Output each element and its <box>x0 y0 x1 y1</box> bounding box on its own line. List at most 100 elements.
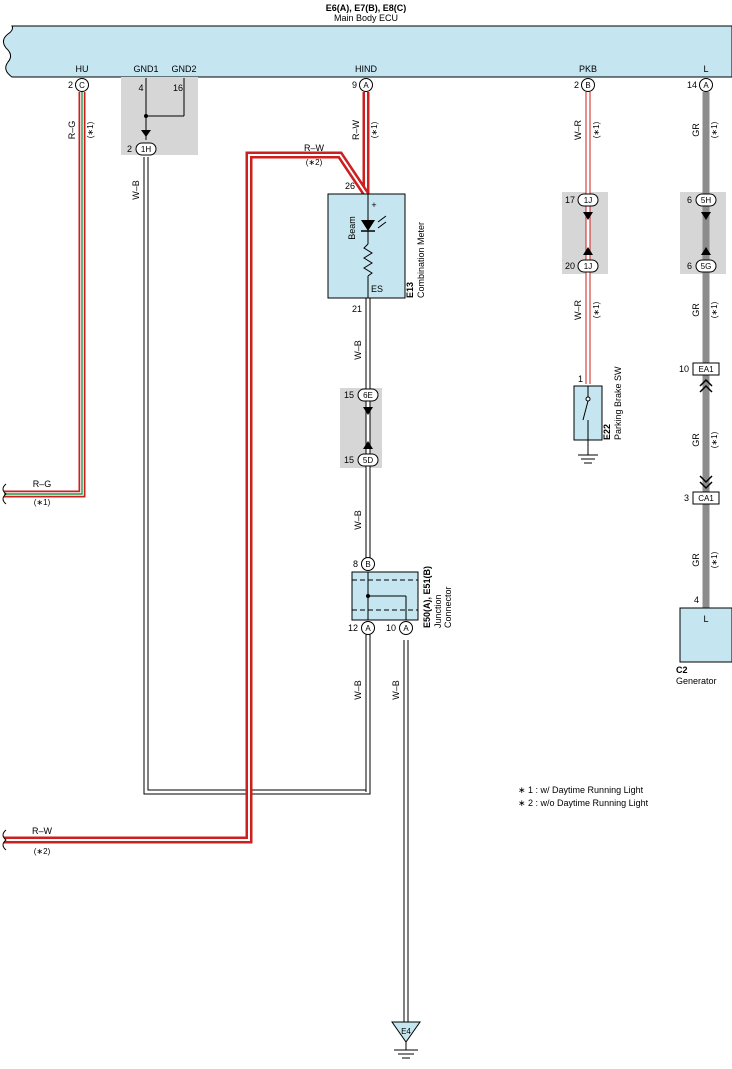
junction-id: E50(A), E51(B) <box>422 566 432 628</box>
meter-pin-bottom: 21 <box>352 304 362 314</box>
chevron-up-icon <box>699 378 713 393</box>
svg-text:1J: 1J <box>584 196 592 205</box>
generator-name: Generator <box>676 676 717 686</box>
ground-e4: E4 <box>391 1021 421 1059</box>
connector-1h: 1H 2 <box>127 142 157 156</box>
wire-label-rg-vertical: R–G <box>67 121 77 140</box>
svg-text:15: 15 <box>344 455 354 465</box>
svg-text:A: A <box>363 81 369 90</box>
beam-indicator-led-icon <box>361 220 375 231</box>
arrow-down-icon <box>701 212 711 220</box>
svg-text:2: 2 <box>68 80 73 90</box>
arrow-down-icon <box>363 407 373 415</box>
note-mark-gr-2: (∗1) <box>710 301 719 318</box>
svg-text:12: 12 <box>348 623 358 633</box>
parking-pin: 1 <box>578 374 583 384</box>
svg-text:6: 6 <box>687 261 692 271</box>
svg-text:9: 9 <box>352 80 357 90</box>
svg-text:2: 2 <box>127 144 132 154</box>
meter-beam: Beam <box>347 216 357 240</box>
svg-text:20: 20 <box>565 261 575 271</box>
note-mark-rw-horizontal: (∗2) <box>34 847 51 856</box>
wire-label-wb-gnd: W–B <box>131 180 141 200</box>
svg-text:14: 14 <box>687 80 697 90</box>
svg-text:3: 3 <box>684 493 689 503</box>
wire-label-gr-1: GR <box>691 123 701 137</box>
pin-number-gnd1: 4 <box>138 83 143 93</box>
svg-text:5G: 5G <box>701 262 712 271</box>
svg-text:10: 10 <box>679 364 689 374</box>
ground-icon <box>578 454 598 464</box>
wire-label-rw-branch: R–W <box>304 143 325 153</box>
arrow-up-icon <box>363 441 373 449</box>
parking-id: E22 <box>602 424 612 440</box>
svg-text:1J: 1J <box>584 262 592 271</box>
wire-break-icon-rg <box>2 483 7 505</box>
connector-5g: 5G 6 <box>687 259 717 273</box>
chevron-down-icon <box>699 475 713 490</box>
ecu-pin-hu: C 2 <box>68 78 89 92</box>
pin-number-gnd2: 16 <box>173 83 183 93</box>
svg-text:B: B <box>365 560 370 569</box>
resistor-icon <box>363 243 373 277</box>
wire-label-wb-10: W–B <box>391 680 401 700</box>
connector-6e: 6E 15 <box>344 388 379 402</box>
note-2: ∗ 2 : w/o Daytime Running Light <box>518 798 649 808</box>
combination-meter: 26 21 + ES Beam E13 Combination Meter <box>327 181 426 314</box>
wire-rg-hu <box>4 92 86 498</box>
svg-text:5D: 5D <box>363 456 373 465</box>
svg-text:2: 2 <box>574 80 579 90</box>
arrow-down-icon <box>583 212 593 220</box>
svg-text:15: 15 <box>344 390 354 400</box>
note-mark-gr-1: (∗1) <box>710 121 719 138</box>
svg-text:5H: 5H <box>701 196 711 205</box>
meter-plus: + <box>371 200 376 210</box>
svg-text:10: 10 <box>386 623 396 633</box>
wire-label-wb-12: W–B <box>353 680 363 700</box>
pin-label-pkb: PKB <box>579 64 597 74</box>
note-mark-rw-branch: (∗2) <box>306 158 323 167</box>
wire-label-rw-hind: R–W <box>351 119 361 140</box>
wire-label-wb-meter: W–B <box>353 340 363 360</box>
note-mark-rg-horizontal: (∗1) <box>34 498 51 507</box>
generator-pin: 4 <box>694 595 699 605</box>
note-mark-rw-hind: (∗1) <box>370 121 379 138</box>
meter-name: Combination Meter <box>416 222 426 298</box>
ecu-pin-hind: A 9 <box>352 78 373 92</box>
note-mark-wr-1: (∗1) <box>592 121 601 138</box>
generator: 4 L C2 Generator <box>676 595 732 686</box>
wire-label-gr-2: GR <box>691 303 701 317</box>
pin-label-gnd1: GND1 <box>133 64 158 74</box>
wire-label-gr-4: GR <box>691 553 701 567</box>
main-body-ecu-box <box>2 25 732 78</box>
connector-ea1: EA1 10 <box>679 362 720 376</box>
wire-label-wr-1: W–R <box>573 120 583 141</box>
svg-text:A: A <box>703 81 709 90</box>
note-1: ∗ 1 : w/ Daytime Running Light <box>518 785 644 795</box>
connector-1j-top: 1J 17 <box>565 193 599 207</box>
svg-text:CA1: CA1 <box>698 494 714 503</box>
junction-name-1: Junction <box>433 594 443 628</box>
connector-1j-bottom: 1J 20 <box>565 259 599 273</box>
svg-text:6E: 6E <box>363 391 373 400</box>
junction-connector: B 8 A 12 A 10 E50(A), E51(B) Junction Co… <box>348 557 453 635</box>
wire-label-wb-junction: W–B <box>353 510 363 530</box>
ground-icon <box>394 1049 418 1059</box>
pin-label-l: L <box>703 64 708 74</box>
ground-id: E4 <box>401 1027 411 1036</box>
wire-label-gr-3: GR <box>691 433 701 447</box>
svg-text:A: A <box>403 624 409 633</box>
ecu-pin-pkb: B 2 <box>574 78 595 92</box>
ecu-pin-l: A 14 <box>687 78 713 92</box>
generator-terminal: L <box>703 614 708 624</box>
note-mark-gr-3: (∗1) <box>710 431 719 448</box>
meter-pin-top: 26 <box>345 181 355 191</box>
ecu-title: E6(A), E7(B), E8(C) <box>326 3 407 13</box>
pin-label-gnd2: GND2 <box>171 64 196 74</box>
connector-5h: 5H 6 <box>687 193 717 207</box>
parking-name: Parking Brake SW <box>613 366 623 440</box>
wire-label-rg-horizontal: R–G <box>33 479 52 489</box>
note-mark-rg: (∗1) <box>86 121 95 138</box>
svg-text:A: A <box>365 624 371 633</box>
